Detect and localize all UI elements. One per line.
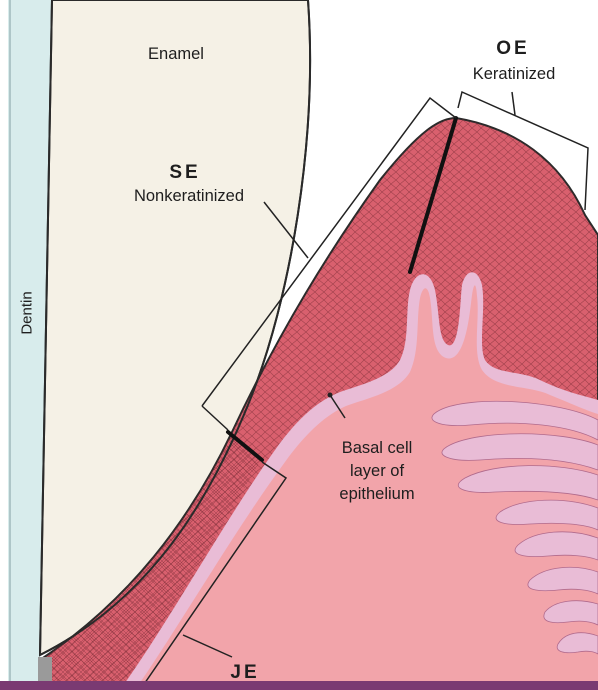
dentin-label: Dentin (18, 291, 36, 335)
nonkeratinized-label: Nonkeratinized (133, 187, 245, 205)
oe-bracket (457, 90, 589, 211)
enamel-label: Enamel (148, 45, 204, 63)
se-bracket (201, 96, 457, 431)
je-bracket (139, 461, 288, 690)
se-label: SE (169, 162, 201, 183)
keratinized-label: Keratinized (472, 65, 556, 83)
oe-label: OE (496, 38, 530, 59)
basal-pointer-line (329, 394, 346, 419)
basal-label-line-2: layer of (349, 462, 405, 480)
basal-label-line-3: epithelium (339, 485, 415, 503)
basal-label-line-1: Basal cell (341, 439, 413, 457)
je-label: JE (230, 662, 260, 683)
bottom-bar (0, 681, 598, 690)
rete-ridges (431, 400, 598, 655)
dentin-region (8, 0, 52, 690)
root-surface-mark (38, 657, 52, 683)
connective-tissue (135, 285, 598, 690)
